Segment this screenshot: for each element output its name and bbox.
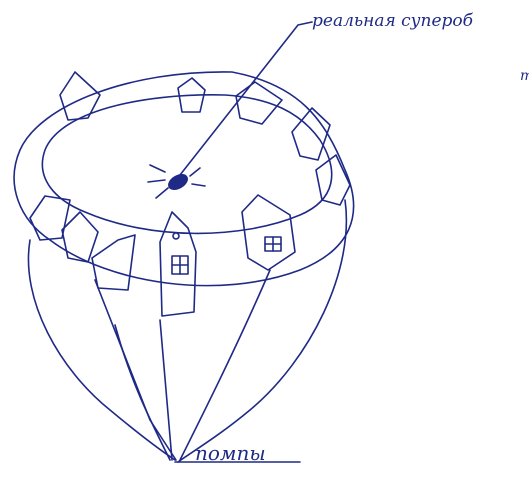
leader-line xyxy=(180,22,312,175)
tower-left-2 xyxy=(62,212,98,262)
tower-top-right xyxy=(236,82,282,124)
balloon-body-right xyxy=(178,200,346,462)
top-right-label-tail: т xyxy=(520,68,529,84)
tower-right xyxy=(292,108,330,160)
string-3 xyxy=(180,270,270,460)
bottom-label: помпы xyxy=(195,441,266,465)
right-house xyxy=(242,195,295,270)
center-insect-body xyxy=(166,172,189,192)
ink-strokes xyxy=(14,22,353,462)
central-house xyxy=(160,212,196,316)
central-house-dot xyxy=(173,233,179,239)
tower-left-1 xyxy=(30,196,70,240)
inner-rim xyxy=(42,95,331,234)
tower-left-3 xyxy=(92,235,135,290)
top-right-label: реальная супероб xyxy=(312,11,474,31)
tower-far-right xyxy=(316,155,350,205)
